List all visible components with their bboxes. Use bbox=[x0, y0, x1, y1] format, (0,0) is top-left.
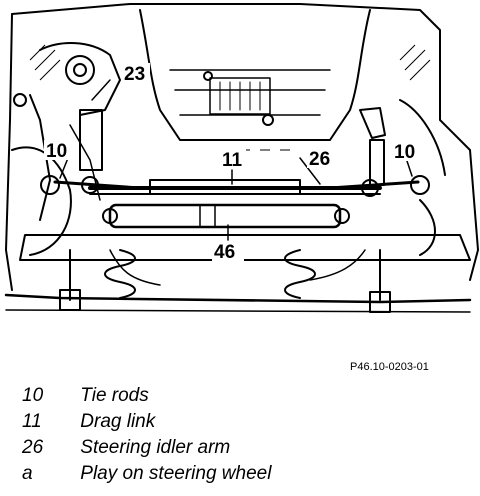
legend-key: 11 bbox=[22, 411, 42, 432]
legend-item: a Play on steering wheel bbox=[22, 461, 462, 487]
callout-11: 11 bbox=[222, 150, 243, 171]
legend-key: a bbox=[22, 463, 33, 484]
legend-item: 11 Drag link bbox=[22, 409, 462, 435]
legend-key: 26 bbox=[22, 437, 44, 458]
legend-item: 10 Tie rods bbox=[22, 383, 462, 409]
legend-item: 26 Steering idler arm bbox=[22, 435, 462, 461]
legend-text: Tie rods bbox=[80, 385, 149, 406]
callout-10-right: 10 bbox=[394, 142, 415, 163]
callout-10-left: 10 bbox=[46, 141, 67, 162]
legend-text: Drag link bbox=[80, 411, 156, 432]
callout-23: 23 bbox=[124, 64, 145, 85]
legend-key: 10 bbox=[22, 385, 44, 406]
legend-text: Play on steering wheel bbox=[80, 463, 272, 484]
steering-linkage-illustration: 23 10 11 26 10 46 bbox=[4, 3, 479, 313]
callout-46: 46 bbox=[214, 242, 235, 263]
figure-code: P46.10-0203-01 bbox=[350, 361, 429, 373]
callout-26: 26 bbox=[309, 149, 330, 170]
legend: 10 Tie rods 11 Drag link 26 Steering idl… bbox=[22, 383, 462, 487]
legend-text: Steering idler arm bbox=[80, 437, 231, 458]
